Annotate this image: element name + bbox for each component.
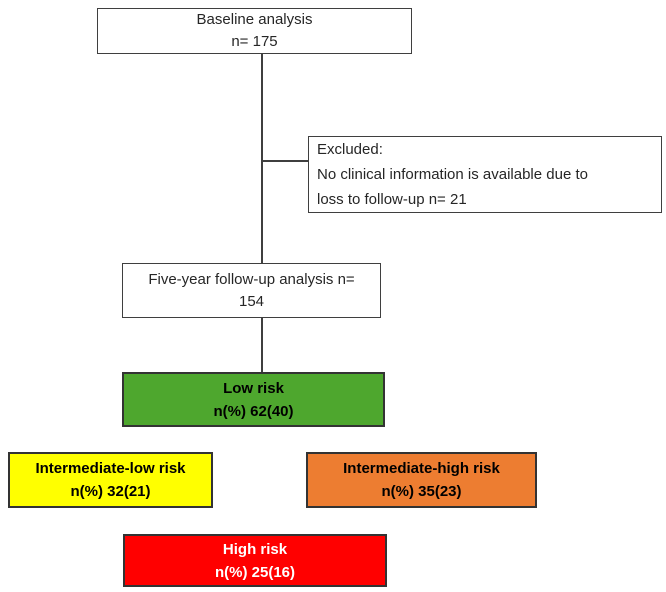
risk-box-intermediate-high: Intermediate-high risk n(%) 35(23) [306,452,537,508]
followup-analysis-count: 154 [238,292,265,310]
risk-value: n(%) 35(23) [381,483,462,500]
risk-label: Intermediate-high risk [343,460,500,477]
excluded-count: loss to follow-up n= 21 [317,191,467,208]
followup-analysis-title: Five-year follow-up analysis n= [148,270,355,288]
risk-box-intermediate-low: Intermediate-low risk n(%) 32(21) [8,452,213,508]
connector-baseline-to-followup [261,54,263,263]
risk-label: High risk [222,540,288,558]
risk-box-high: High risk n(%) 25(16) [123,534,387,587]
excluded-reason: No clinical information is available due… [317,166,588,183]
baseline-analysis-title: Baseline analysis [196,11,313,28]
risk-value: n(%) 62(40) [213,402,294,420]
baseline-analysis-box: Baseline analysis n= 175 [97,8,412,54]
connector-followup-to-lowrisk [261,318,263,372]
excluded-title: Excluded: [317,141,383,158]
risk-value: n(%) 25(16) [214,563,296,581]
baseline-analysis-count: n= 175 [231,33,278,50]
excluded-box: Excluded: No clinical information is ava… [308,136,662,213]
followup-analysis-box: Five-year follow-up analysis n= 154 [122,263,381,318]
risk-label: Low risk [223,379,284,397]
risk-label: Intermediate-low risk [35,460,186,477]
risk-value: n(%) 32(21) [70,483,151,500]
risk-box-low: Low risk n(%) 62(40) [122,372,385,427]
connector-branch-to-excluded [262,160,308,162]
